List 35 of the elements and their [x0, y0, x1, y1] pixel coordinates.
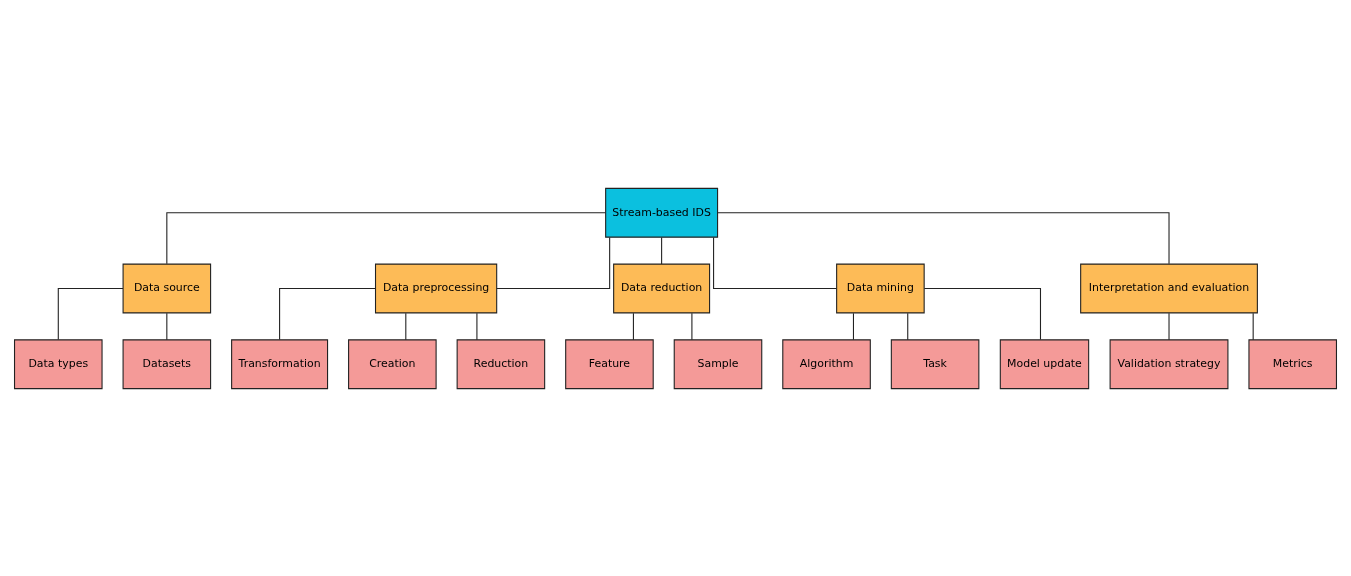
node-box: Transformation [231, 338, 329, 389]
node-box: Algorithm [782, 338, 871, 389]
node-box: Creation [348, 338, 437, 389]
node-box: Data mining [836, 263, 925, 313]
connector [1252, 312, 1254, 340]
node-box: Reduction [456, 338, 546, 389]
node-box: Data preprocessing [374, 263, 498, 313]
connector [279, 287, 376, 340]
connector [476, 312, 478, 340]
node-box: Data source [122, 263, 212, 313]
connector [405, 312, 407, 340]
connector [166, 312, 168, 340]
node-box: Metrics [1248, 338, 1337, 389]
connector [907, 312, 909, 340]
connector [691, 312, 693, 340]
connector [852, 312, 854, 340]
node-box: Data reduction [613, 263, 711, 313]
connector [1168, 312, 1170, 340]
connector [57, 287, 124, 340]
node-box: Validation strategy [1109, 338, 1229, 389]
node-box: Stream-based IDS [605, 187, 719, 238]
node-box: Model update [999, 338, 1090, 389]
node-box: Sample [673, 338, 763, 389]
connector [661, 236, 663, 264]
connector [632, 312, 634, 340]
connector [717, 211, 1170, 264]
node-box: Datasets [122, 338, 212, 389]
connector [713, 236, 838, 289]
connector [923, 287, 1042, 340]
node-box: Feature [565, 338, 654, 389]
connector [166, 211, 607, 264]
node-box: Interpretation and evaluation [1080, 263, 1258, 313]
node-box: Task [890, 338, 980, 389]
node-box: Data types [14, 338, 103, 389]
connector [496, 236, 611, 289]
